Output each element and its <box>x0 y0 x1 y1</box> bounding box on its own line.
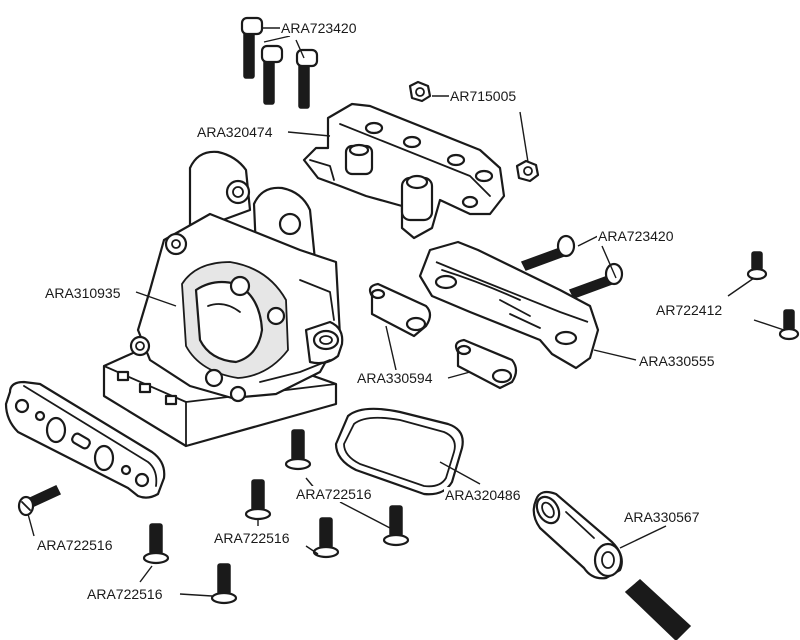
gasket-part <box>334 407 464 496</box>
cap-screw-side-1 <box>520 234 576 271</box>
part-label-screw-left: ARA722516 <box>36 537 114 553</box>
leader-lines <box>27 27 785 597</box>
upper-plate-part <box>302 102 506 240</box>
part-label-gearbox: ARA310935 <box>44 285 122 301</box>
part-label-upper-plate: ARA320474 <box>196 124 274 140</box>
steering-arm-part <box>532 490 623 580</box>
small-screw-right-2 <box>778 309 800 341</box>
part-label-gasket: ARA320486 <box>444 487 522 503</box>
flat-screw-5 <box>142 523 170 565</box>
flat-screw-3 <box>382 505 410 547</box>
part-label-arm-mount: ARA330555 <box>638 353 716 369</box>
part-label-screw-bottom-left: ARA722516 <box>86 586 164 602</box>
part-label-screw-center-top: ARA722516 <box>295 486 373 502</box>
lock-nut-top <box>408 80 432 103</box>
cap-screw-side-2 <box>568 262 624 299</box>
cap-screw-top-3 <box>295 48 319 109</box>
part-label-screws-right: AR722412 <box>655 302 724 318</box>
cap-screw-top-2 <box>260 44 284 105</box>
part-label-spacers: ARA330594 <box>356 370 434 386</box>
small-screw-right-1 <box>746 251 768 281</box>
part-label-nut: AR715005 <box>449 88 518 104</box>
spacer-2 <box>454 338 518 390</box>
part-label-steering-arm: ARA330567 <box>623 509 701 525</box>
flat-screw-left <box>17 485 62 517</box>
lower-arm-mount-part <box>4 380 166 499</box>
flat-screw-1 <box>284 429 312 471</box>
gearbox-housing-part <box>102 150 344 448</box>
lock-nut-lower <box>515 159 540 183</box>
cap-screw-top-1 <box>240 16 264 79</box>
spacer-1 <box>368 282 432 338</box>
flat-screw-4 <box>312 517 340 559</box>
part-label-bolts-side: ARA723420 <box>597 228 675 244</box>
flat-screw-2 <box>244 479 272 521</box>
shaft-bottom-right <box>624 578 692 640</box>
part-label-bolts-top: ARA723420 <box>280 20 358 36</box>
flat-screw-6 <box>210 563 238 605</box>
part-label-screw-center-mid: ARA722516 <box>213 530 291 546</box>
arm-mount-part <box>418 240 600 370</box>
